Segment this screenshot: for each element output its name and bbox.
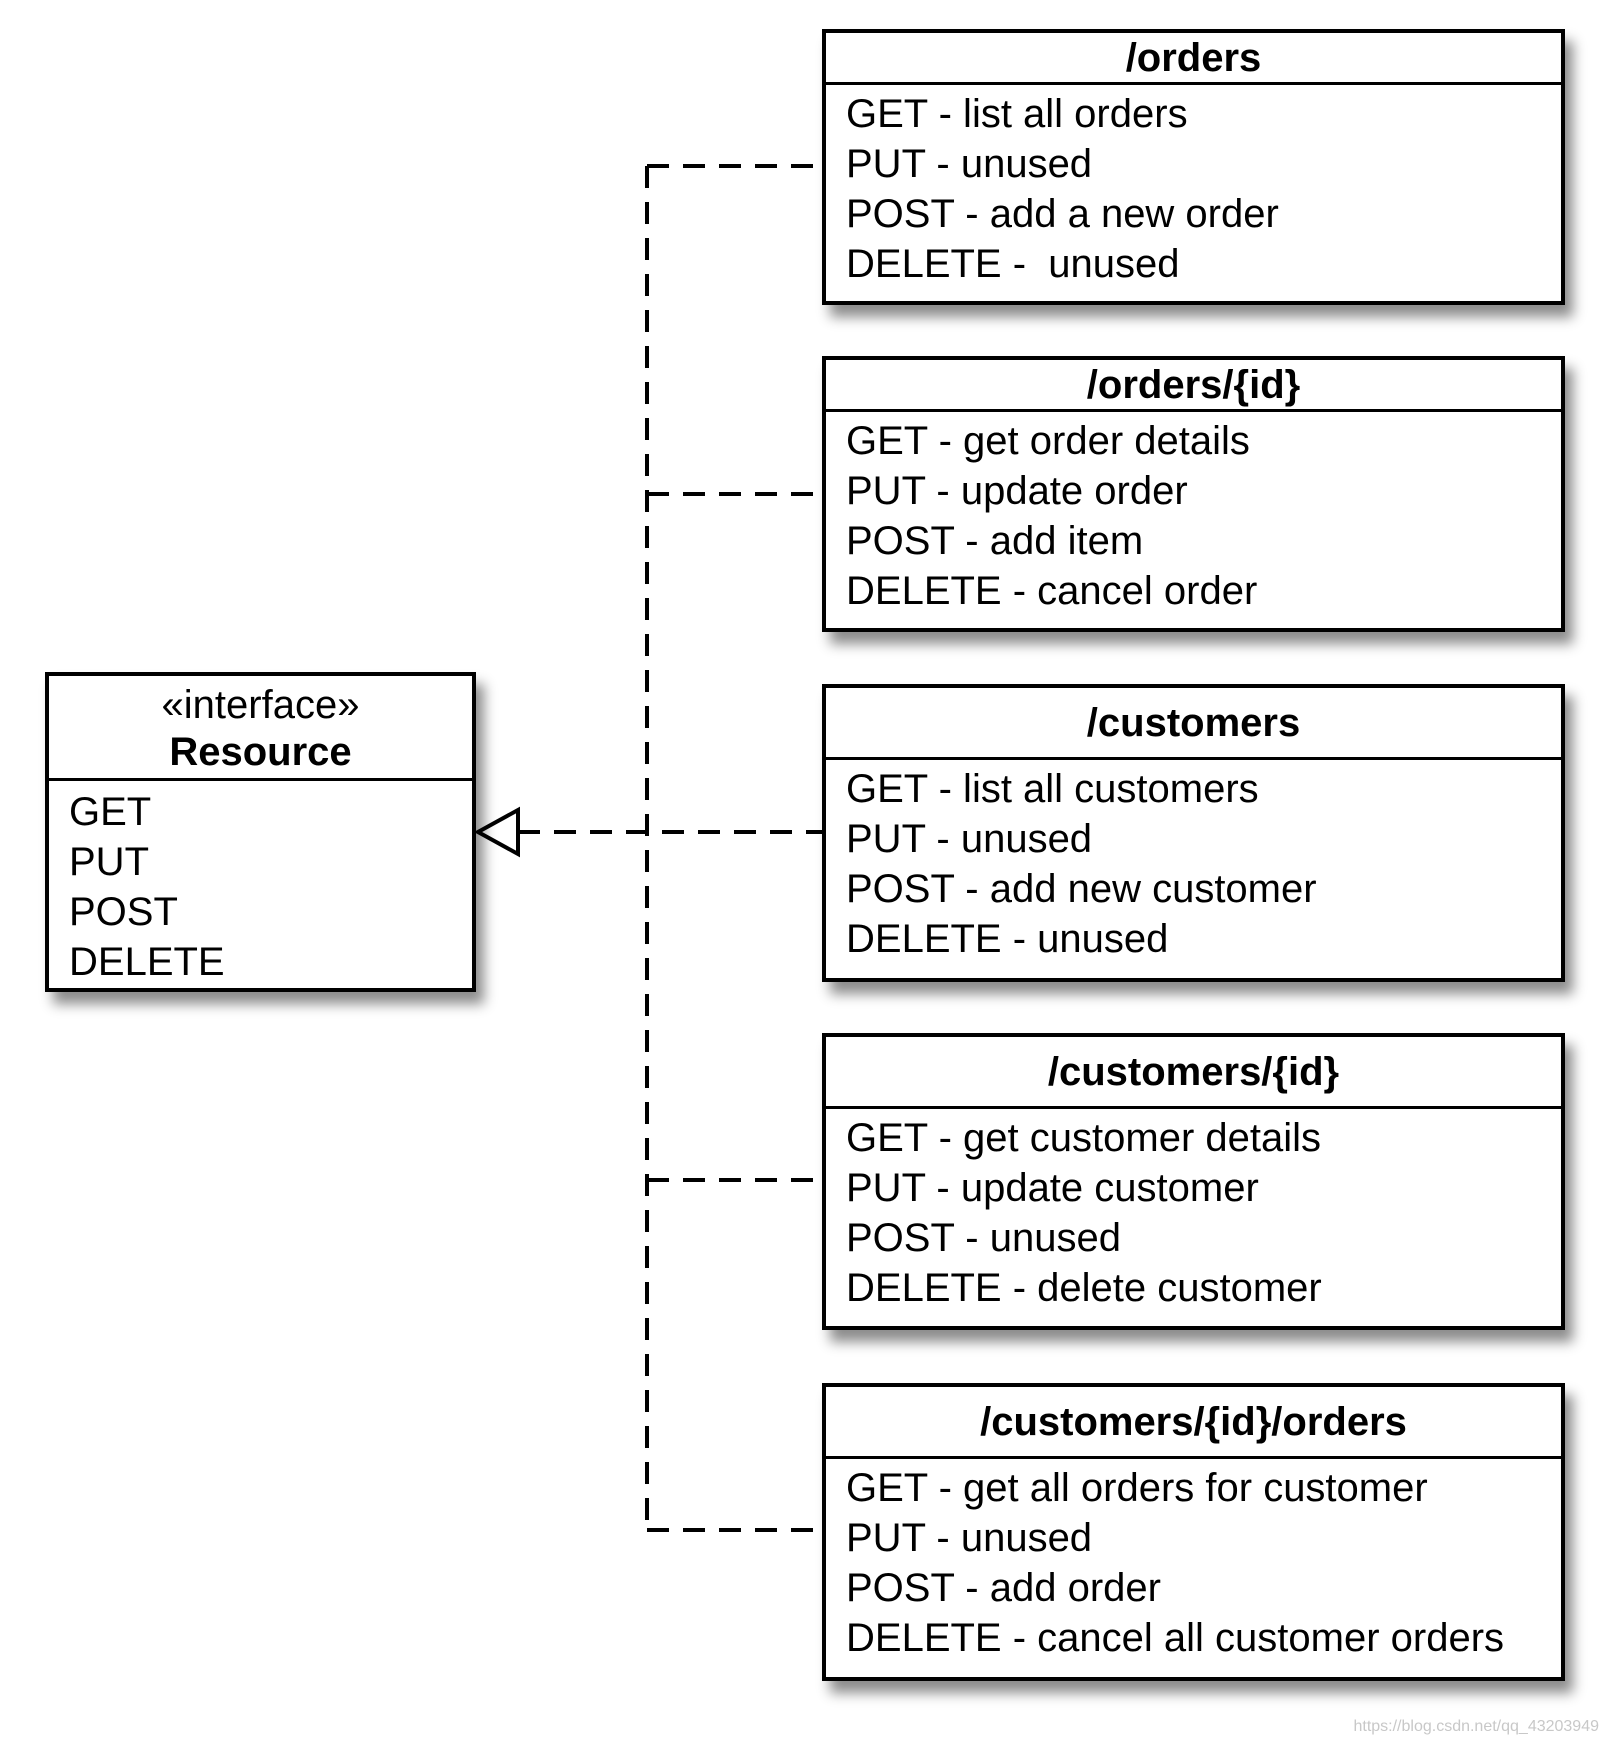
resource-box-orders: /orders GET - list all orders PUT - unus… [822, 29, 1565, 305]
method-post: POST - unused [846, 1216, 1121, 1260]
method-put: PUT - unused [846, 817, 1093, 861]
resource-path: /customers [1086, 701, 1301, 745]
resource-methods: GET - get all orders for customer PUT - … [826, 1459, 1561, 1663]
interface-method-delete: DELETE [69, 940, 225, 984]
resource-path: /customers/{id}/orders [980, 1400, 1407, 1444]
interface-name: Resource [169, 730, 352, 774]
method-put: PUT - update customer [846, 1166, 1259, 1210]
method-delete: DELETE - unused [846, 917, 1169, 961]
resource-box-customers: /customers GET - list all customers PUT … [822, 684, 1565, 982]
resource-box-customers-id: /customers/{id} GET - get customer detai… [822, 1033, 1565, 1330]
method-put: PUT - unused [846, 142, 1093, 186]
resource-path: /orders [1125, 36, 1262, 80]
resource-methods: GET - get customer details PUT - update … [826, 1109, 1561, 1313]
method-delete: DELETE - cancel order [846, 569, 1258, 613]
method-get: GET - get all orders for customer [846, 1466, 1428, 1510]
resource-box-customers-id-orders: /customers/{id}/orders GET - get all ord… [822, 1383, 1565, 1681]
resource-methods: GET - get order details PUT - update ord… [826, 412, 1561, 616]
interface-method-get: GET [69, 790, 152, 834]
method-post: POST - add item [846, 519, 1144, 563]
method-put: PUT - update order [846, 469, 1188, 513]
resource-interface-header: «interface» Resource [49, 676, 472, 781]
method-delete: DELETE - delete customer [846, 1266, 1322, 1310]
method-get: GET - get customer details [846, 1116, 1321, 1160]
resource-path: /customers/{id} [1047, 1050, 1340, 1094]
stereotype-label: «interface» [161, 683, 360, 727]
method-get: GET - list all orders [846, 92, 1188, 136]
resource-interface-box: «interface» Resource GET PUT POST DELETE [45, 672, 476, 992]
method-delete: DELETE - unused [846, 242, 1180, 286]
method-get: GET - list all customers [846, 767, 1259, 811]
interface-methods: GET PUT POST DELETE [49, 781, 472, 987]
resource-path-header: /customers/{id} [826, 1037, 1561, 1109]
interface-method-put: PUT [69, 840, 149, 884]
method-post: POST - add a new order [846, 192, 1279, 236]
resource-path: /orders/{id} [1086, 363, 1301, 407]
watermark-text: https://blog.csdn.net/qq_43203949 [1353, 1718, 1599, 1735]
method-post: POST - add new customer [846, 867, 1317, 911]
interface-method-post: POST [69, 890, 178, 934]
resource-path-header: /orders [826, 33, 1561, 85]
realization-arrowhead [473, 806, 520, 858]
resource-box-orders-id: /orders/{id} GET - get order details PUT… [822, 356, 1565, 632]
method-put: PUT - unused [846, 1516, 1093, 1560]
resource-path-header: /customers/{id}/orders [826, 1387, 1561, 1459]
resource-path-header: /customers [826, 688, 1561, 760]
resource-methods: GET - list all customers PUT - unused PO… [826, 760, 1561, 964]
method-delete: DELETE - cancel all customer orders [846, 1616, 1505, 1660]
resource-path-header: /orders/{id} [826, 360, 1561, 412]
resource-methods: GET - list all orders PUT - unused POST … [826, 85, 1561, 289]
method-get: GET - get order details [846, 419, 1250, 463]
method-post: POST - add order [846, 1566, 1161, 1610]
